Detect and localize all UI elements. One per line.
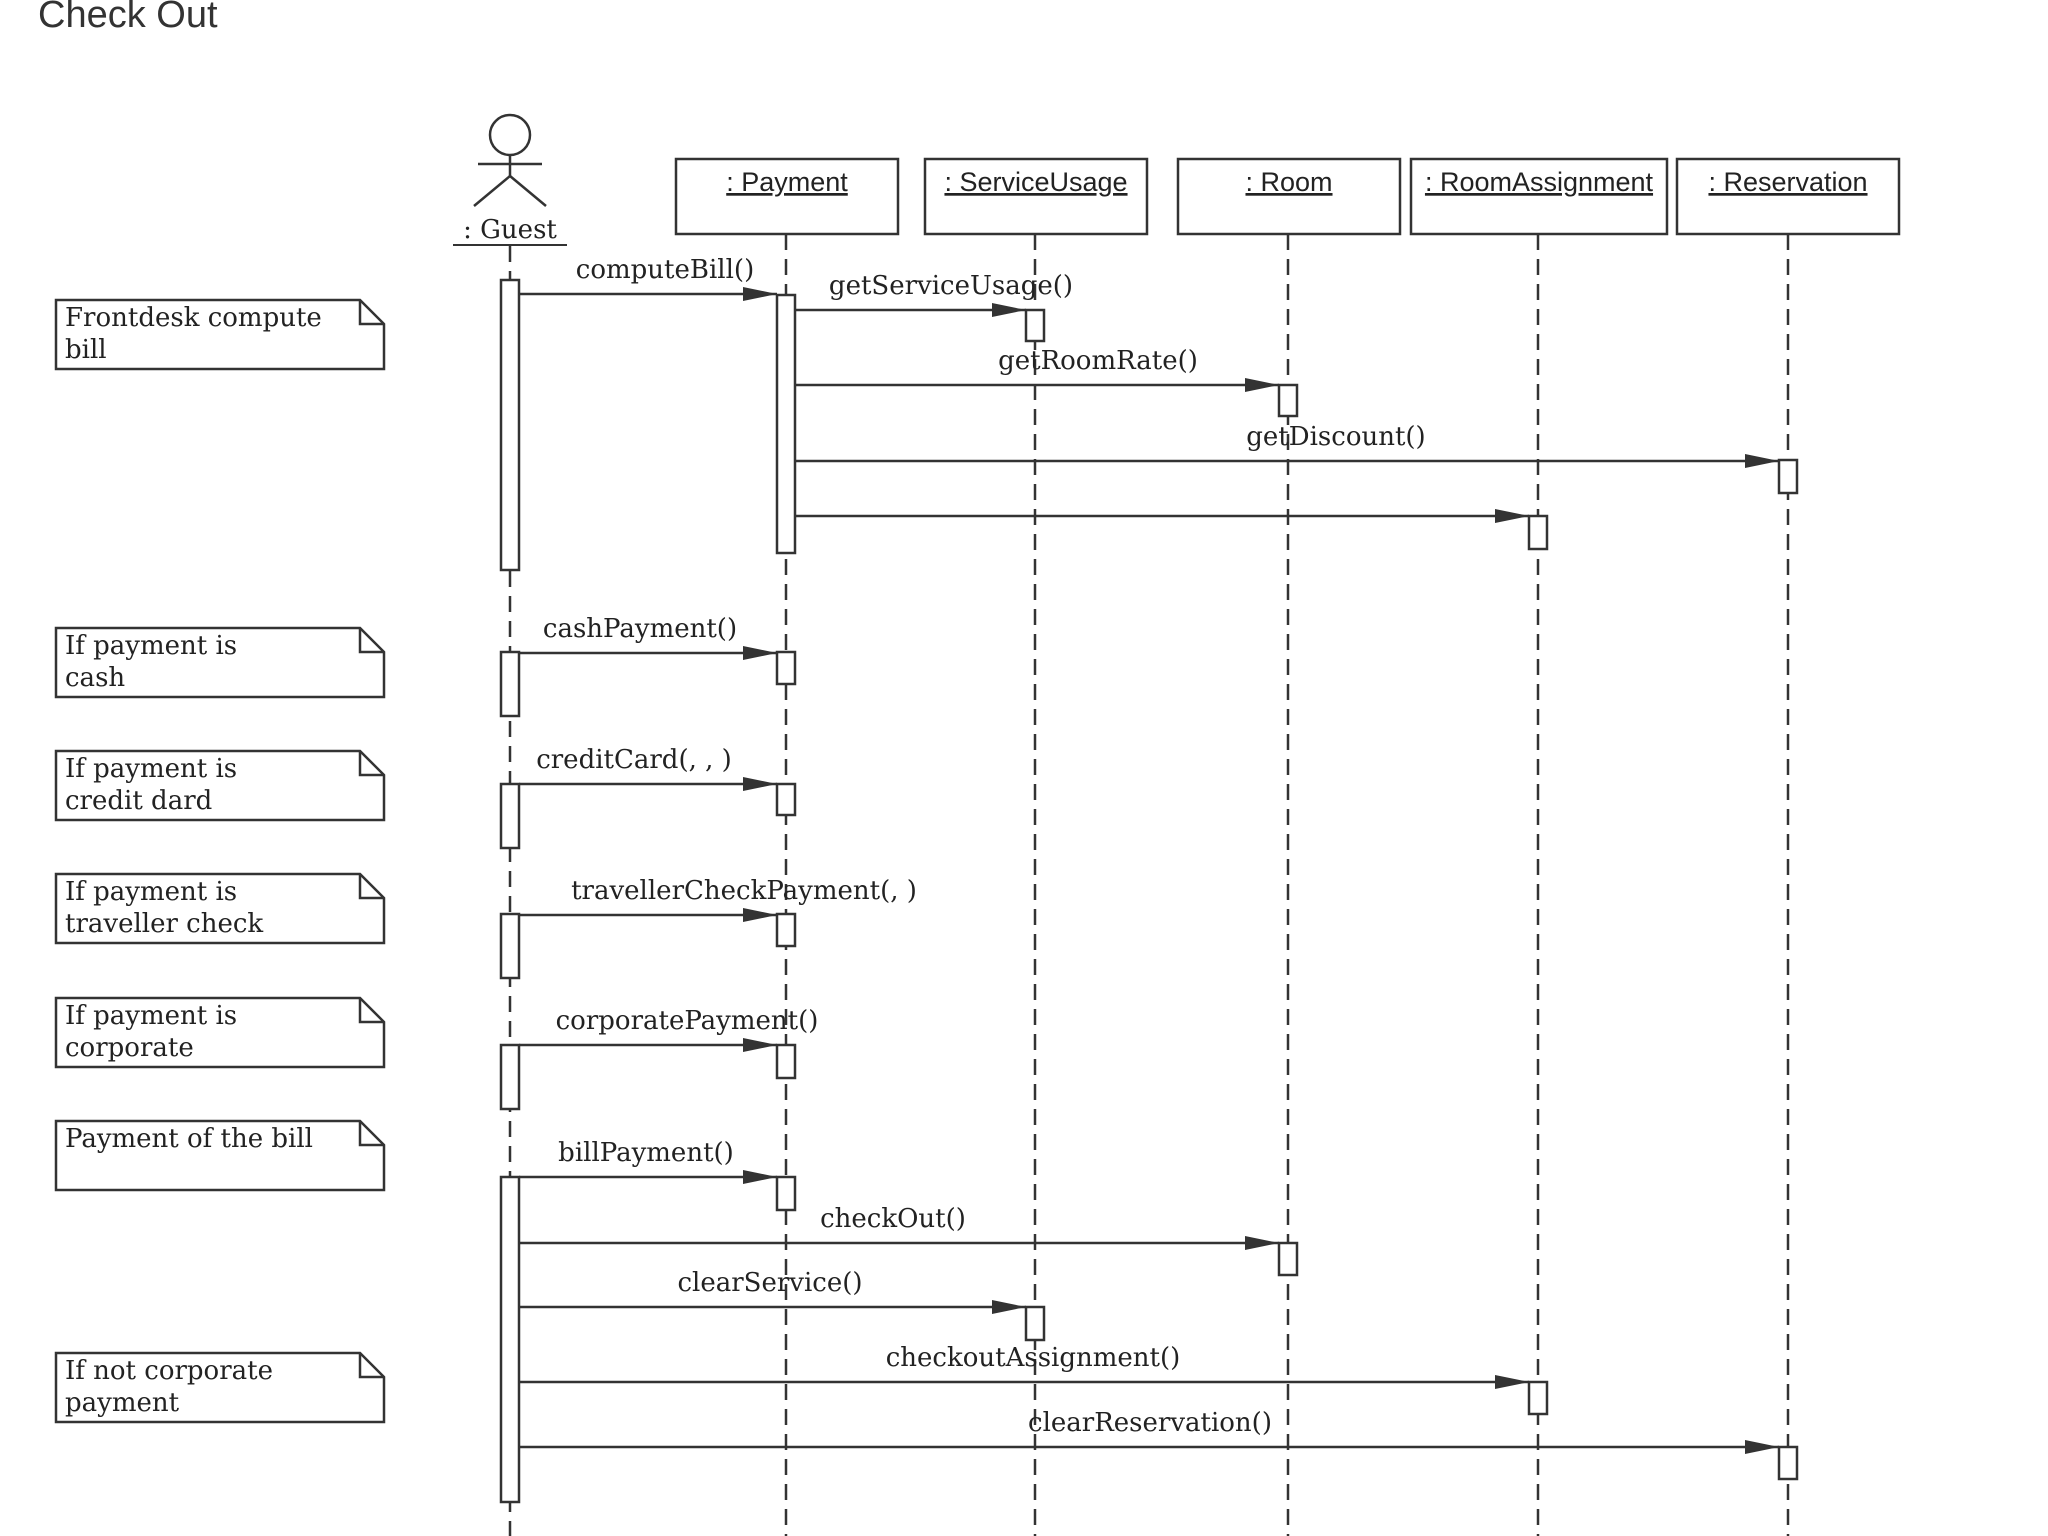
note-fold [358,628,384,654]
message-label: corporatePayment() [556,1006,819,1036]
note-box [54,996,386,1069]
activation-bar-guest [499,912,521,980]
activation-bar-payment [775,1043,797,1080]
note-text: Payment of the bill [65,1124,313,1154]
note-fold [358,300,384,326]
activation-bar-roomassignment [1527,1380,1549,1416]
note-text: Frontdesk compute [65,303,322,333]
activation-bar-guest [499,1043,521,1111]
note-fold [358,1121,384,1147]
object-box [1176,157,1402,236]
note-text: If payment is [65,631,237,661]
activation-bar-guest [499,1175,521,1504]
object-serviceusage: : ServiceUsage [923,157,1149,236]
activation-bar-reservation [1777,458,1799,495]
actor-head [488,113,532,157]
activation-bar-payment [775,912,797,948]
note-text: If payment is [65,754,237,784]
object-box [1409,157,1669,236]
message-label: clearService() [677,1268,862,1298]
note-text: corporate [65,1033,194,1063]
object-box [923,157,1149,236]
note-text: traveller check [65,909,263,939]
note-text: cash [65,663,125,693]
message-label: travellerCheckPayment(, ) [571,876,917,906]
object-label: : Payment [726,167,848,197]
message-label: checkoutAssignment() [886,1343,1181,1373]
activation-bar-serviceusage [1024,308,1046,343]
message-label: cashPayment() [543,614,737,644]
activation-bar-payment [775,1175,797,1212]
message-label: getServiceUsage() [829,271,1073,301]
note-payment-of-bill: Payment of the bill [54,1119,386,1192]
message-label: computeBill() [576,255,754,285]
note-text: If not corporate [65,1356,273,1386]
object-box [1675,157,1901,236]
object-label: : RoomAssignment [1425,167,1654,197]
message-label: getRoomRate() [998,346,1198,376]
object-label: : Reservation [1708,167,1867,197]
guest-label: : Guest [463,215,557,245]
note-box [54,298,386,371]
object-payment: : Payment [674,157,900,236]
activation-bar-reservation [1777,1445,1799,1481]
note-fold [358,874,384,900]
actor-right-leg [509,175,547,207]
activation-bar-payment [775,782,797,817]
note-box [54,872,386,945]
object-label: : Room [1245,167,1332,197]
note-text: If payment is [65,877,237,907]
note-fold [358,1353,384,1379]
note-text: If payment is [65,1001,237,1031]
activation-bar-serviceusage [1024,1305,1046,1342]
message-label: getDiscount() [1246,422,1425,452]
activation-bar-room [1277,1241,1299,1277]
activation-bar-payment [775,650,797,686]
note-fold [358,998,384,1024]
note-text: payment [65,1388,180,1418]
note-box [54,1119,386,1192]
note-text: credit dard [65,786,212,816]
object-reservation: : Reservation [1675,157,1901,236]
message-label: clearReservation() [1028,1408,1272,1438]
note-box [54,1351,386,1424]
object-roomassignment: : RoomAssignment [1409,157,1669,236]
activation-bar-guest [499,782,521,850]
activation-bar-guest [499,278,521,572]
note-text: bill [65,335,107,365]
note-box [54,626,386,699]
activation-bar-payment [775,293,797,555]
object-box [674,157,900,236]
activation-bar-guest [499,650,521,718]
note-fold [358,751,384,777]
object-label: : ServiceUsage [944,167,1127,197]
object-room: : Room [1176,157,1402,236]
message-label: checkOut() [820,1204,966,1234]
activation-bar-roomassignment [1527,514,1549,551]
page-title: Check Out [38,0,218,36]
message-label: creditCard(, , ) [536,745,732,775]
activation-bar-room [1277,383,1299,418]
actor-left-leg [473,175,511,207]
message-label: billPayment() [558,1138,734,1168]
guest-actor: : Guest [453,113,567,246]
note-box [54,749,386,822]
